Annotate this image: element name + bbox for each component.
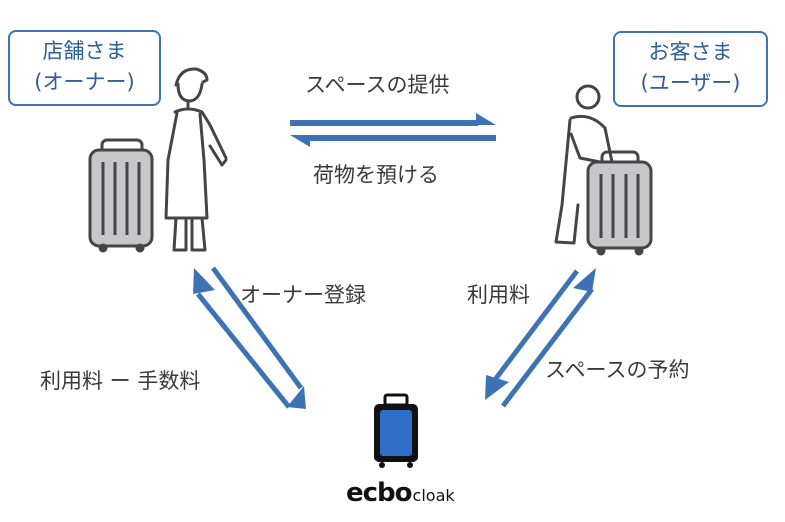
- ecbo-cloak-logo-suitcase: [374, 393, 418, 468]
- label-space-provision: スペースの提供: [305, 73, 450, 97]
- customer-icon: [554, 84, 614, 245]
- arrow-owner-platform: [196, 266, 304, 409]
- arrow-customer-platform: [489, 269, 594, 408]
- arrow-customer-to-owner: [290, 135, 496, 147]
- label-usage-fee: 利用料: [467, 283, 530, 307]
- label-owner-registration: オーナー登録: [240, 283, 366, 307]
- customer-label-box: お客さま (ユーザー): [613, 31, 768, 107]
- label-luggage-deposit: 荷物を預ける: [313, 163, 439, 187]
- arrowhead-owner-up: [193, 268, 215, 294]
- customer-label-line2: (ユーザー): [640, 71, 741, 95]
- owner-suitcase-icon: [88, 138, 154, 253]
- owner-label-line2: (オーナー): [34, 70, 135, 94]
- arrowhead-platform-down-left: [287, 386, 306, 409]
- logo-text-cloak: cloak: [412, 486, 455, 505]
- owner-label-box: 店舗さま (オーナー): [8, 30, 161, 106]
- customer-label-line1: お客さま: [648, 40, 733, 64]
- logo-text-ecbo: ecbo: [346, 478, 413, 508]
- owner-label-line1: 店舗さま: [42, 39, 127, 63]
- shop-owner-icon: [164, 67, 228, 252]
- arrowhead-platform-down-right: [485, 375, 509, 400]
- label-space-reservation: スペースの予約: [545, 358, 690, 382]
- ecbo-cloak-logo: ecbocloak: [346, 478, 455, 508]
- label-fee-minus-commission: 利用料 ー 手数料: [40, 369, 201, 393]
- arrow-owner-to-customer: [290, 113, 496, 126]
- arrowhead-customer-up: [573, 268, 596, 292]
- customer-suitcase-icon: [586, 150, 653, 256]
